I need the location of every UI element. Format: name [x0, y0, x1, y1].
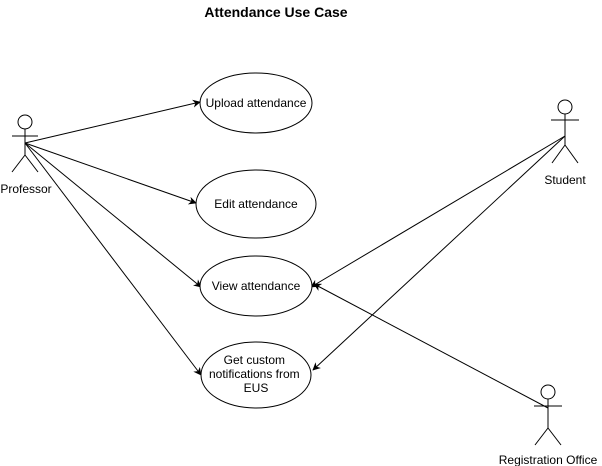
actor-professor-label: Professor — [0, 182, 51, 196]
actor-student-head — [557, 99, 573, 115]
use-case-view-label: View attendance — [212, 279, 301, 293]
actor-professor-head — [17, 114, 33, 130]
use-case-notify-line-2: notifications from — [209, 367, 300, 381]
use-case-edit-ellipse — [195, 169, 317, 239]
association-student-notify — [312, 135, 566, 371]
use-case-view: View attendance — [199, 255, 313, 317]
association-professor-upload — [24, 99, 201, 144]
actor-professor-leg-right — [24, 154, 39, 173]
association-professor-notify — [24, 142, 202, 376]
actor-registration-office-leg-left — [534, 427, 549, 446]
use-case-edit: Edit attendance — [195, 169, 317, 239]
actor-registration-office-head — [540, 384, 556, 400]
association-professor-edit — [24, 142, 197, 205]
use-case-notify-ellipse — [200, 341, 312, 409]
use-case-notify-line-1: Get custom — [224, 353, 285, 367]
actor-registration-office — [534, 384, 562, 446]
use-case-edit-label: Edit attendance — [214, 197, 298, 211]
use-case-upload: Upload attendance — [199, 72, 313, 134]
association-professor-view — [24, 142, 202, 288]
use-case-notify-label: Get custom notifications from EUS — [209, 353, 303, 395]
actor-student-label: Student — [544, 173, 586, 187]
use-case-upload-label: Upload attendance — [206, 96, 307, 110]
actor-registration-office-label: Registration Office — [499, 453, 598, 466]
actor-student-leg-left — [551, 144, 566, 164]
association-registration-view — [313, 283, 549, 409]
diagram-title: Attendance Use Case — [204, 4, 347, 20]
actor-registration-office-leg-right — [547, 427, 562, 446]
actor-student — [551, 99, 579, 164]
associations — [24, 99, 566, 409]
use-case-notify: Get custom notifications from EUS — [200, 341, 312, 409]
actor-student-leg-right — [564, 144, 579, 164]
use-case-view-ellipse — [199, 255, 313, 317]
use-case-notify-line-3: EUS — [244, 381, 269, 395]
actor-professor-leg-left — [11, 154, 26, 173]
association-student-view — [310, 135, 566, 288]
use-case-upload-ellipse — [199, 72, 313, 134]
actor-professor — [11, 114, 39, 173]
